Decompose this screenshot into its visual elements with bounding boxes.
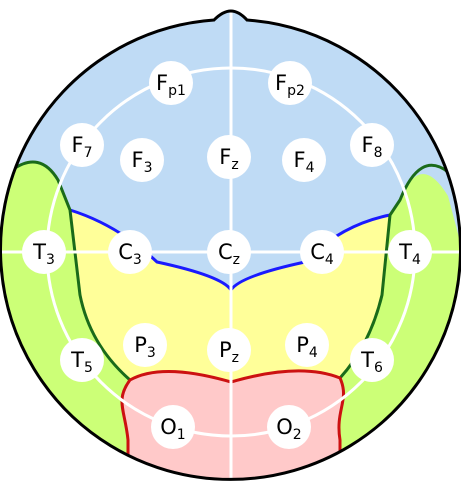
electrode-o1: O1 bbox=[151, 405, 195, 449]
electrode-t3: T3 bbox=[22, 230, 66, 274]
electrode-label-f3: F3 bbox=[131, 148, 152, 176]
electrode-label-cz: Cz bbox=[218, 240, 240, 268]
electrode-label-c4: C4 bbox=[310, 240, 334, 268]
electrode-pz: Pz bbox=[207, 328, 251, 372]
electrode-label-t3: T3 bbox=[32, 240, 55, 268]
electrode-fp2: Fp2 bbox=[268, 61, 312, 105]
electrode-fp1: Fp1 bbox=[149, 61, 193, 105]
electrode-label-f7: F7 bbox=[71, 133, 92, 161]
electrode-o2: O2 bbox=[267, 405, 311, 449]
electrode-c3: C3 bbox=[108, 230, 152, 274]
occipital-region bbox=[122, 370, 344, 480]
electrode-label-t6: T6 bbox=[360, 348, 383, 376]
electrode-label-p3: P3 bbox=[134, 333, 156, 361]
electrode-label-f4: F4 bbox=[293, 148, 314, 176]
temporal-boundary-left bbox=[11, 160, 131, 382]
electrode-t4: T4 bbox=[388, 230, 432, 274]
electrode-label-fz: Fz bbox=[219, 145, 238, 173]
electrode-label-p4: P4 bbox=[296, 333, 318, 361]
electrode-t5: T5 bbox=[60, 338, 104, 382]
electrode-p4: P4 bbox=[285, 323, 329, 367]
electrode-t6: T6 bbox=[350, 338, 394, 382]
electrode-label-fp1: Fp1 bbox=[156, 71, 186, 99]
electrode-label-fp2: Fp2 bbox=[275, 71, 305, 99]
electrode-f3: F3 bbox=[120, 138, 164, 182]
electrode-label-c3: C3 bbox=[118, 240, 142, 268]
electrode-f4: F4 bbox=[282, 138, 326, 182]
electrode-label-o1: O1 bbox=[160, 415, 185, 443]
electrode-label-f8: F8 bbox=[361, 133, 382, 161]
electrode-c4: C4 bbox=[300, 230, 344, 274]
head-outline bbox=[0, 9, 461, 481]
electrode-fz: Fz bbox=[207, 135, 251, 179]
electrode-cz: Cz bbox=[207, 230, 251, 274]
electrode-label-t4: T4 bbox=[398, 240, 421, 268]
electrode-label-pz: Pz bbox=[219, 338, 239, 366]
electrode-label-o2: O2 bbox=[276, 415, 301, 443]
electrode-f7: F7 bbox=[60, 123, 104, 167]
electrode-label-t5: T5 bbox=[70, 348, 93, 376]
electrode-p3: P3 bbox=[123, 323, 167, 367]
electrode-f8: F8 bbox=[350, 123, 394, 167]
